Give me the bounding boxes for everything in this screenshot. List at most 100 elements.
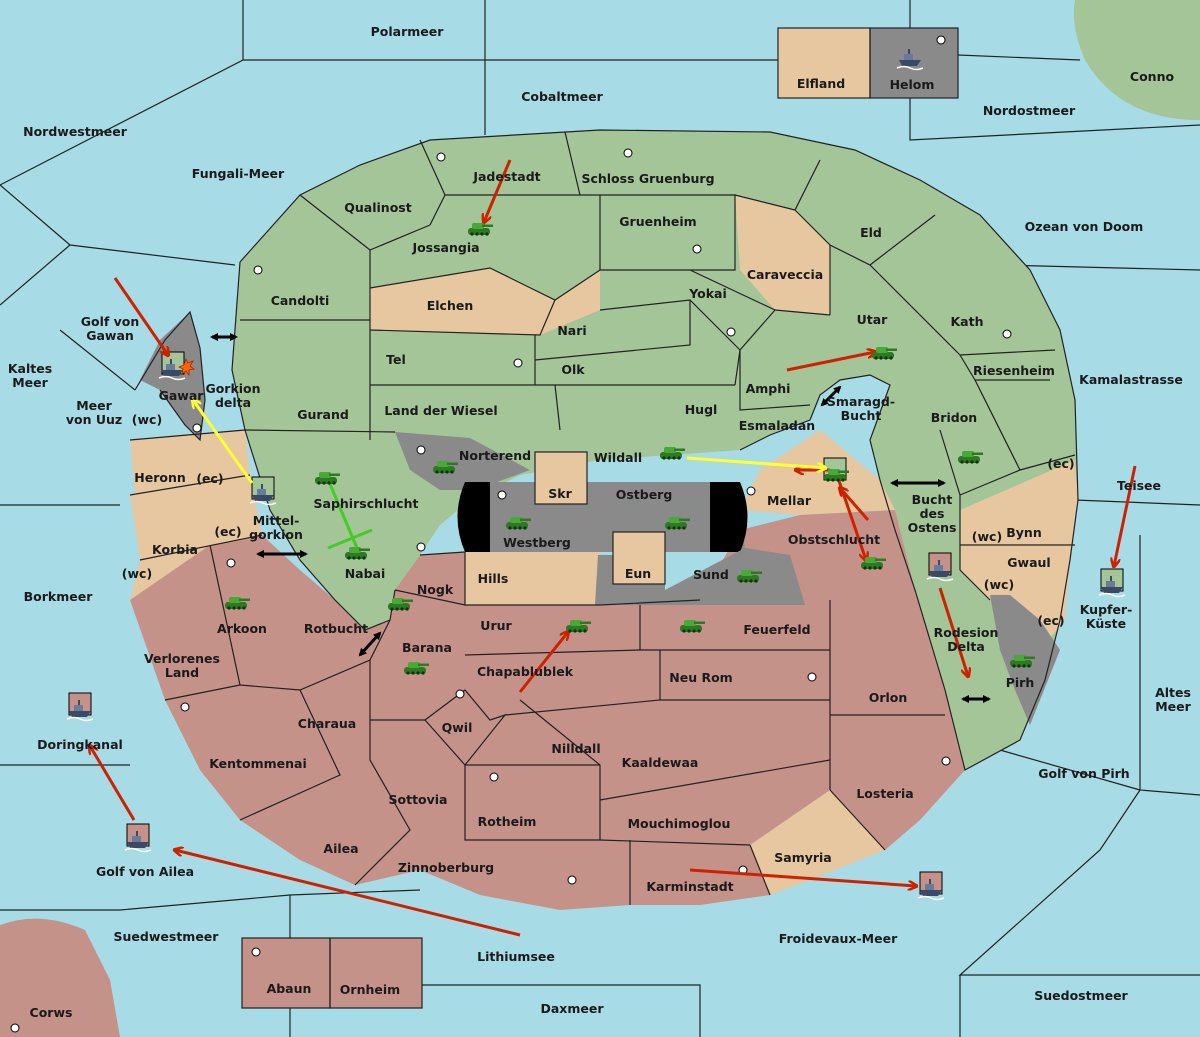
province-label[interactable]: Helom <box>890 77 935 92</box>
province-label[interactable]: Mouchimoglou <box>628 816 731 831</box>
province-label[interactable]: Lithiumsee <box>477 949 555 964</box>
province-label[interactable]: Elfland <box>797 76 845 91</box>
province-label[interactable]: (ec) <box>1047 456 1074 471</box>
province-label[interactable]: Schloss Gruenburg <box>581 171 714 186</box>
province-label[interactable]: Gruenheim <box>619 214 696 229</box>
province-label[interactable]: Elchen <box>427 298 474 313</box>
province-label[interactable]: Korbia <box>152 542 198 557</box>
province-label[interactable]: Golf von Ailea <box>96 864 194 879</box>
province-label[interactable]: Obstschlucht <box>788 532 880 547</box>
province-label[interactable]: Sottovia <box>389 792 448 807</box>
province-label[interactable]: Teisee <box>1117 478 1161 493</box>
province-label[interactable]: Utar <box>857 312 889 327</box>
province-label[interactable]: Yokai <box>688 286 727 301</box>
province-label[interactable]: Losteria <box>856 786 913 801</box>
province-label[interactable]: Bridon <box>931 410 977 425</box>
province-label[interactable]: Rotheim <box>478 814 537 829</box>
province-label[interactable]: Barana <box>402 640 452 655</box>
province-label[interactable]: Suedostmeer <box>1034 988 1128 1003</box>
province-label[interactable]: Mittel-gorkion <box>249 513 303 542</box>
province-label[interactable]: Ozean von Doom <box>1025 219 1144 234</box>
province-label[interactable]: Hugl <box>685 402 718 417</box>
province-label[interactable]: Qwil <box>442 720 473 735</box>
province-label[interactable]: Ailea <box>323 841 358 856</box>
province-label[interactable]: Kentommenai <box>209 756 307 771</box>
province-label[interactable]: Qualinost <box>344 200 411 215</box>
province-label[interactable]: Gurand <box>297 407 349 422</box>
province-label[interactable]: Borkmeer <box>24 589 94 604</box>
province-label[interactable]: Riesenheim <box>973 363 1055 378</box>
province-label[interactable]: Candolti <box>271 293 330 308</box>
province-label[interactable]: Westberg <box>503 535 571 550</box>
province-label[interactable]: Cobaltmeer <box>521 89 603 104</box>
province-label[interactable]: Sund <box>693 567 729 582</box>
province-label[interactable]: Pirh <box>1006 675 1035 690</box>
province-label[interactable]: Arkoon <box>217 621 267 636</box>
province-label[interactable]: (wc) <box>132 412 162 427</box>
province-label[interactable]: Olk <box>561 362 585 377</box>
province-label[interactable]: Conno <box>1130 69 1175 84</box>
province-label[interactable]: (ec) <box>1037 613 1064 628</box>
province-label[interactable]: Feuerfeld <box>743 622 810 637</box>
province-label[interactable]: Orlon <box>869 690 908 705</box>
province-label[interactable]: Bynn <box>1006 525 1041 540</box>
province-label[interactable]: Nari <box>557 323 586 338</box>
province-label[interactable]: Doringkanal <box>37 737 123 752</box>
province-label[interactable]: Eun <box>625 566 651 581</box>
province-label[interactable]: Heronn <box>134 470 186 485</box>
province-label[interactable]: Suedwestmeer <box>114 929 220 944</box>
province-label[interactable]: Urur <box>480 618 512 633</box>
province-label[interactable]: Kaaldewaa <box>622 755 699 770</box>
province-label[interactable]: Neu Rom <box>669 670 732 685</box>
province-label[interactable]: (ec) <box>196 471 223 486</box>
province-label[interactable]: Abaun <box>267 981 312 996</box>
province-label[interactable]: Amphi <box>746 381 791 396</box>
province-label[interactable]: Zinnoberburg <box>398 860 494 875</box>
province-label[interactable]: Nordwestmeer <box>23 124 128 139</box>
province-label[interactable]: Karminstadt <box>646 879 733 894</box>
province-label[interactable]: Gawar <box>159 388 205 403</box>
province-label[interactable]: Corws <box>30 1005 73 1020</box>
province-label[interactable]: Mellar <box>767 493 812 508</box>
province-label[interactable]: Jadestadt <box>472 169 540 184</box>
province-label[interactable]: (wc) <box>122 566 152 581</box>
province-label[interactable]: Fungali-Meer <box>192 166 285 181</box>
province-label[interactable]: Eld <box>860 225 882 240</box>
province-label[interactable]: Skr <box>548 486 572 501</box>
province-label[interactable]: Polarmeer <box>371 24 445 39</box>
province-label[interactable]: Kamalastrasse <box>1079 372 1183 387</box>
province-label[interactable]: Caraveccia <box>747 267 823 282</box>
province-label[interactable]: Nogk <box>417 582 454 597</box>
province-label[interactable]: Samyria <box>774 850 832 865</box>
province-label[interactable]: Rotbucht <box>304 621 368 636</box>
province-label[interactable]: Ostberg <box>616 487 673 502</box>
province-label[interactable]: (ec) <box>214 524 241 539</box>
province-label[interactable]: Froidevaux-Meer <box>779 931 898 946</box>
province-label[interactable]: (wc) <box>984 577 1014 592</box>
province-label[interactable]: (wc) <box>972 529 1002 544</box>
province-label[interactable]: Charaua <box>298 716 356 731</box>
province-label[interactable]: Jossangia <box>411 240 479 255</box>
province-label[interactable]: Nabai <box>345 566 386 581</box>
province-label[interactable]: Norterend <box>459 448 531 463</box>
province-label[interactable]: Kupfer-Küste <box>1080 602 1133 631</box>
province-label[interactable]: Daxmeer <box>540 1001 604 1016</box>
province-label[interactable]: Tel <box>386 352 406 367</box>
province-label[interactable]: Smaragd-Bucht <box>827 394 895 423</box>
province-label[interactable]: Golf von Pirh <box>1038 766 1129 781</box>
province-label[interactable]: Wildall <box>594 450 642 465</box>
province-label[interactable]: Kath <box>951 314 984 329</box>
province-label[interactable]: Hills <box>478 571 509 586</box>
province-label[interactable]: Nordostmeer <box>983 103 1076 118</box>
province-label[interactable]: Land der Wiesel <box>384 403 497 418</box>
province-label[interactable]: Ornheim <box>340 982 400 997</box>
province-label[interactable]: Esmaladan <box>739 418 815 433</box>
